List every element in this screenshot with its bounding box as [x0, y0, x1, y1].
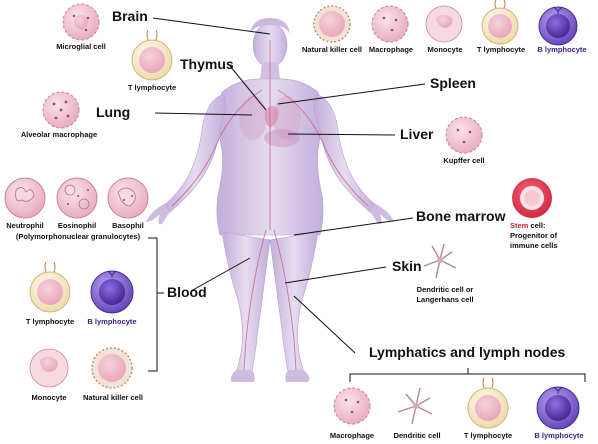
lung-left	[239, 96, 267, 140]
macrophage-spleen-icon	[371, 5, 409, 43]
stem-cell-word: cell:	[530, 221, 546, 230]
caption-dendritic-skin-2: Langerhans cell	[416, 295, 474, 304]
t-lymphocyte-thymus-icon	[131, 29, 173, 81]
caption-monocyte-blood: Monocyte	[31, 393, 67, 402]
pointer-lines	[148, 17, 586, 382]
leg-left	[221, 231, 271, 373]
caption-basophil: Basophil	[112, 221, 144, 230]
label-blood: Blood	[167, 284, 207, 300]
caption-nk-spleen: Natural killer cell	[301, 45, 363, 54]
alveolar-macrophage-icon	[42, 91, 80, 129]
caption-dendritic-lymph: Dendritic cell	[393, 431, 441, 440]
t-lymphocyte-lymph-icon	[467, 377, 509, 429]
arm-right	[313, 93, 377, 213]
t-lymphocyte-blood-icon	[29, 261, 71, 313]
label-skin: Skin	[392, 258, 422, 274]
basophil-icon	[107, 177, 149, 219]
label-lymphatics: Lymphatics and lymph nodes	[369, 344, 566, 360]
caption-b-lymphocyte-spleen: B lymphocyte	[537, 45, 587, 54]
microglial-cell-icon	[62, 3, 100, 41]
caption-stem-cell: Stem cell:	[510, 221, 546, 230]
caption-monocyte-spleen: Monocyte	[427, 45, 463, 54]
caption-macrophage-spleen: Macrophage	[368, 45, 414, 54]
natural-killer-cell-blood-icon	[91, 347, 133, 389]
dendritic-cell-skin-icon	[423, 243, 457, 279]
t-lymphocyte-spleen-icon	[481, 0, 519, 45]
label-bone-marrow: Bone marrow	[416, 208, 506, 224]
caption-neutrophil: Neutrophil	[6, 221, 44, 230]
blood-vessels	[171, 40, 369, 371]
caption-macrophage-lymph: Macrophage	[329, 431, 375, 440]
caption-t-lymphocyte-blood: T lymphocyte	[25, 317, 75, 326]
leg-right	[269, 231, 319, 373]
caption-polymorphonuclear: (Polymorphonuclear granulocytes)	[15, 232, 141, 241]
caption-microglial-cell: Microglial cell	[56, 42, 106, 51]
macrophage-lymph-icon	[333, 387, 371, 425]
stem-word: Stem	[510, 221, 529, 230]
label-thymus: Thymus	[180, 56, 234, 72]
label-liver: Liver	[400, 126, 434, 142]
caption-b-lymphocyte-lymph: B lymphocyte	[534, 431, 584, 440]
monocyte-spleen-icon	[425, 5, 463, 43]
stem-cell-icon	[512, 178, 552, 218]
natural-killer-cell-spleen-icon	[313, 5, 351, 43]
kupffer-cell-icon	[445, 116, 483, 154]
liver	[264, 129, 300, 147]
caption-b-lymphocyte-blood: B lymphocyte	[87, 317, 137, 326]
dendritic-cell-lymph-icon	[397, 387, 433, 425]
caption-eosinophil: Eosinophil	[57, 221, 97, 230]
caption-t-lymphocyte-lymph: T lymphocyte	[463, 431, 513, 440]
lung-right	[273, 96, 301, 140]
b-lymphocyte-blood-icon	[90, 270, 134, 314]
caption-stem-line3: immune cells	[510, 241, 558, 250]
heart	[264, 106, 279, 128]
human-body-figure	[146, 18, 394, 382]
caption-nk-blood: Natural killer cell	[82, 393, 144, 402]
label-lung: Lung	[96, 104, 131, 120]
label-brain: Brain	[112, 8, 148, 24]
caption-alveolar-macrophage: Alveolar macrophage	[20, 130, 98, 139]
caption-kupffer-cell: Kupffer cell	[443, 156, 485, 165]
eosinophil-icon	[56, 177, 98, 219]
caption-t-lymphocyte-spleen: T lymphocyte	[476, 45, 526, 54]
monocyte-blood-icon	[29, 348, 69, 388]
caption-t-lymphocyte-thymus: T lymphocyte	[127, 83, 177, 92]
label-spleen: Spleen	[430, 75, 476, 91]
b-lymphocyte-spleen-icon	[538, 6, 578, 46]
caption-stem-line2: Progenitor of	[510, 231, 558, 240]
neutrophil-icon	[4, 177, 46, 219]
b-lymphocyte-lymph-icon	[536, 386, 580, 430]
caption-dendritic-skin-1: Dendritic cell or	[416, 285, 474, 294]
arm-left	[163, 93, 227, 213]
